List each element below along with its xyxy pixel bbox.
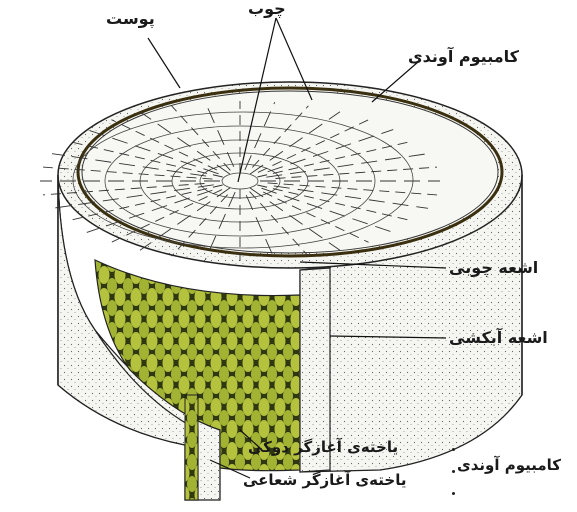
label-bark: پوست [106, 9, 155, 28]
bark-edge-strip [185, 395, 198, 500]
bullet-dot [452, 448, 455, 451]
label-ray-initial: یاخته‌ی آغازگر شعاعی [243, 471, 406, 489]
label-phloem-ray: اشعه آبکشی [449, 328, 548, 347]
label-vascular-cambium-top: کامبیوم آوندی [408, 47, 519, 66]
label-vascular-cambium-bottom: کامبیوم آوندی [457, 456, 561, 474]
label-wood: چوب [248, 0, 286, 18]
label-fusiform-initial: یاخته‌ی آغازگر دوکی [248, 438, 398, 456]
label-xylem-ray: اشعه چوبی [449, 258, 538, 277]
bullet-dot [452, 470, 455, 473]
bullet-dot [452, 492, 455, 495]
